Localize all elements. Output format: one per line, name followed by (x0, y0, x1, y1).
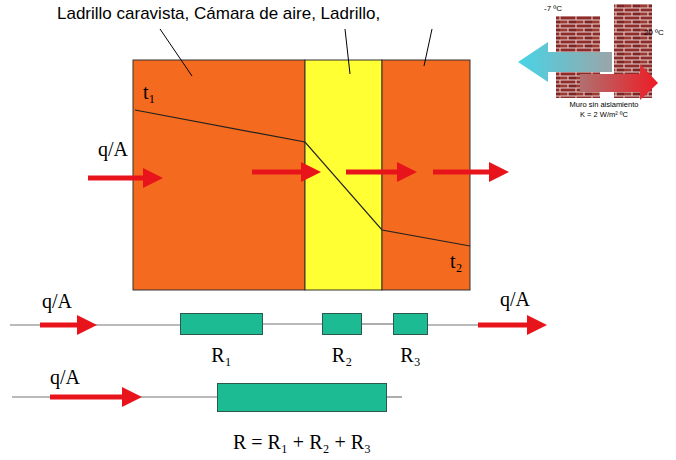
circuit-wire (427, 324, 480, 325)
part-names: Ladrillo caravista, Cámara de aire, Ladr… (57, 4, 380, 24)
temperature-profile (135, 110, 470, 246)
leader-line (345, 29, 350, 74)
caption-text: K = 2 W/m² ºC (580, 111, 628, 120)
leader-line (424, 29, 432, 66)
leader-line (160, 29, 192, 76)
face-brick-layer (133, 60, 305, 290)
resistance-box: R₁ (180, 313, 263, 335)
flux-label: q/A (500, 288, 530, 311)
heat-flow-arrow (478, 323, 532, 328)
resistance-box: R₂ (322, 313, 362, 335)
resistance-label: R₁ (211, 344, 231, 367)
circuit-wire (12, 396, 218, 397)
caption-text: Muro sin aislamiento (570, 101, 639, 110)
heat-arrow (580, 64, 658, 100)
circuit-wire (386, 396, 402, 397)
heat-flow-arrow (88, 176, 148, 181)
temperature-label: t₂ (450, 250, 463, 273)
circuit-wire (10, 324, 181, 325)
heat-flow-arrow (40, 323, 82, 328)
resistance-label: R₂ (332, 344, 352, 367)
circuit-wire (362, 323, 393, 324)
heat-flow-arrow (252, 170, 306, 175)
resistance-box: R = R₁ + R₂ + R₃ (217, 383, 387, 412)
resistance-box: R₃ (393, 313, 428, 335)
flux-label: q/A (98, 138, 128, 161)
temperature-label: t₁ (143, 81, 156, 104)
temperature-label: -7 ºC (544, 4, 562, 13)
resistance-label: R₃ (400, 344, 420, 367)
brick-layer (382, 60, 470, 290)
heat-flow-arrow (433, 170, 494, 175)
heat-flow-arrow (346, 170, 402, 175)
circuit-wire (263, 323, 322, 324)
resistance-label: R = R₁ + R₂ + R₃ (233, 431, 371, 454)
heat-flow-arrow (50, 395, 127, 400)
flux-label: q/A (42, 290, 72, 313)
air-gap-layer (305, 60, 382, 290)
temperature-label: 20 ºC (644, 28, 664, 37)
flux-label: q/A (50, 366, 80, 389)
